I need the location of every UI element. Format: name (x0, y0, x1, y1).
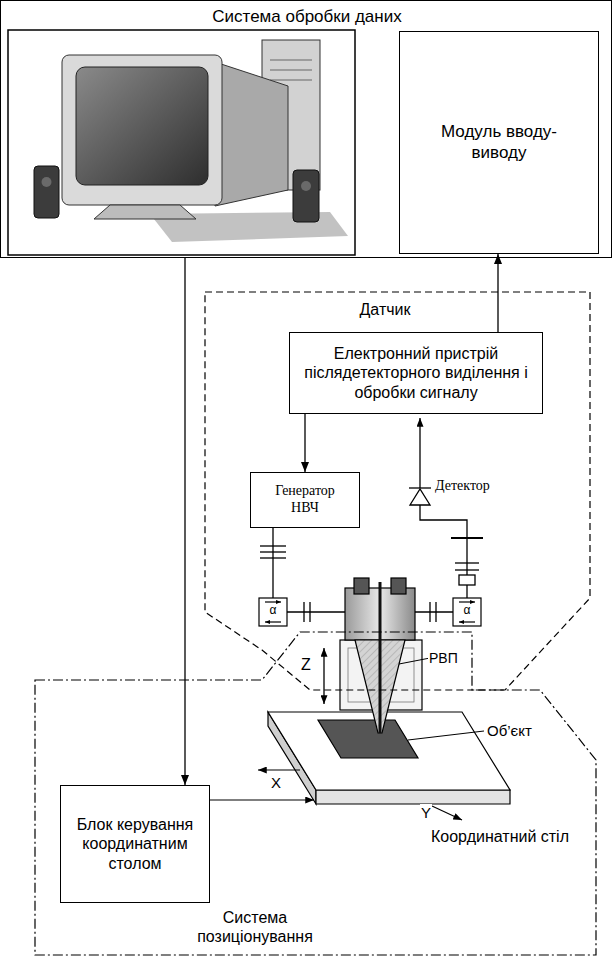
frame-title: Система обробки даних (1, 7, 612, 27)
io-module-box: Модуль вводу-виводу (399, 31, 599, 254)
object-label: Об’єкт (486, 722, 533, 739)
detector-chain (409, 418, 483, 598)
attenuator-label: α (269, 604, 278, 618)
table-controller-box: Блок керування координатним столом (60, 785, 210, 903)
coordinate-table (210, 712, 510, 820)
positioning-region: Система позиціонування Блок керування коо… (35, 632, 596, 955)
box-text: Блок керування координатним столом (73, 815, 197, 873)
box-text: Генератор НВЧ (264, 483, 346, 517)
region-border (35, 632, 596, 955)
region-border (205, 292, 590, 690)
axis-label: Z (300, 656, 312, 674)
attenuator-label: α (463, 604, 472, 618)
connector-arrow (304, 414, 305, 472)
region-title: Система позиціонування (170, 908, 340, 946)
region-title: Датчик (320, 300, 450, 319)
axis-label: Y (420, 804, 432, 821)
detector-label: Детектор (434, 478, 491, 494)
connector-arrow (497, 254, 498, 332)
axis-label: X (270, 774, 282, 791)
generator-box: Генератор НВЧ (250, 472, 360, 528)
system-frame: Система обробки данихМодуль вводу-виводу (0, 0, 612, 258)
connector-arrow (184, 258, 185, 785)
box-text: Модуль вводу-виводу (429, 122, 569, 163)
generator-feed (260, 528, 286, 598)
signal-processing-box: Електронний пристрій післядетекторного в… (289, 332, 543, 414)
table-label: Координатний стіл (430, 828, 570, 846)
sensor-region: ДатчикЕлектронний пристрій післядетектор… (205, 292, 590, 690)
resonator-probe (345, 578, 430, 733)
box-text: Електронний пристрій післядетекторного в… (296, 344, 536, 402)
computer-illustration (8, 30, 355, 255)
probe-label: РВП (428, 650, 459, 666)
